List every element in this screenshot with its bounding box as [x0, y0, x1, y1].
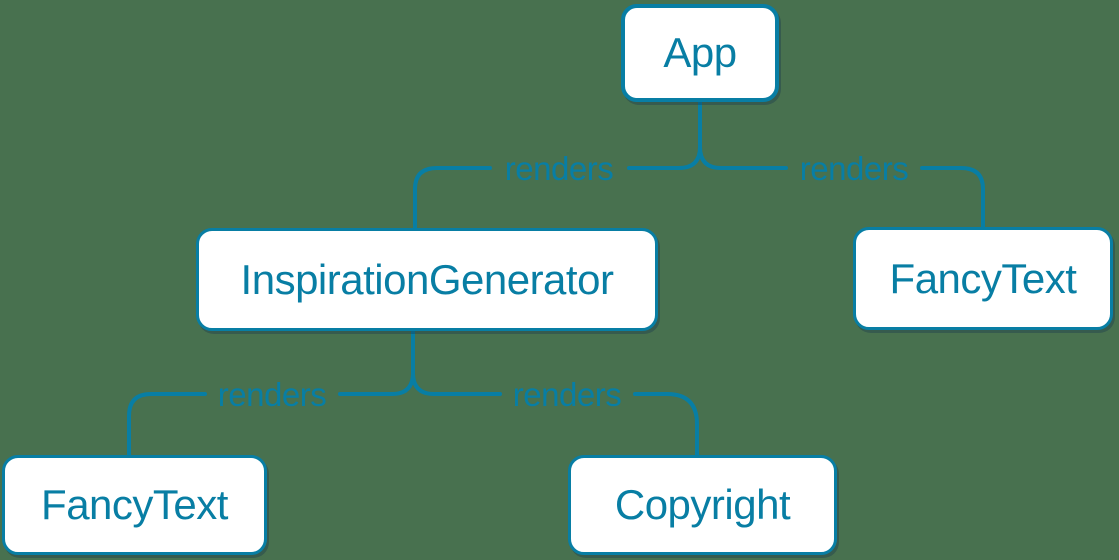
node-inspiration-generator-label: InspirationGenerator: [240, 255, 614, 303]
edge-inspiration-copyright-b: [633, 392, 699, 458]
edge-app-fancytext-a: [698, 145, 788, 170]
edge-inspiration-copyright-a: [411, 371, 502, 396]
edge-inspiration-fancytext-a: [338, 371, 415, 396]
node-fancy-text-top: FancyText: [853, 227, 1113, 330]
edge-inspiration-fancytext-b: [127, 392, 207, 458]
edge-app-inspiration-a: [627, 145, 702, 170]
node-fancy-text-bottom-label: FancyText: [41, 481, 228, 528]
node-app: App: [621, 4, 779, 102]
node-fancy-text-top-label: FancyText: [889, 254, 1077, 302]
node-copyright-label: Copyright: [614, 481, 791, 528]
edge-app-fancytext-b: [920, 166, 985, 230]
node-app-label: App: [663, 29, 737, 76]
edge-label-renders: renders: [512, 376, 622, 413]
edge-label-renders: renders: [504, 150, 614, 187]
edge-label-renders: renders: [799, 150, 909, 187]
node-fancy-text-bottom: FancyText: [2, 455, 267, 555]
edge-label-renders: renders: [217, 376, 327, 413]
node-copyright: Copyright: [568, 455, 837, 555]
node-inspiration-generator: InspirationGenerator: [196, 228, 658, 331]
edge-app-inspiration-b: [413, 166, 492, 231]
